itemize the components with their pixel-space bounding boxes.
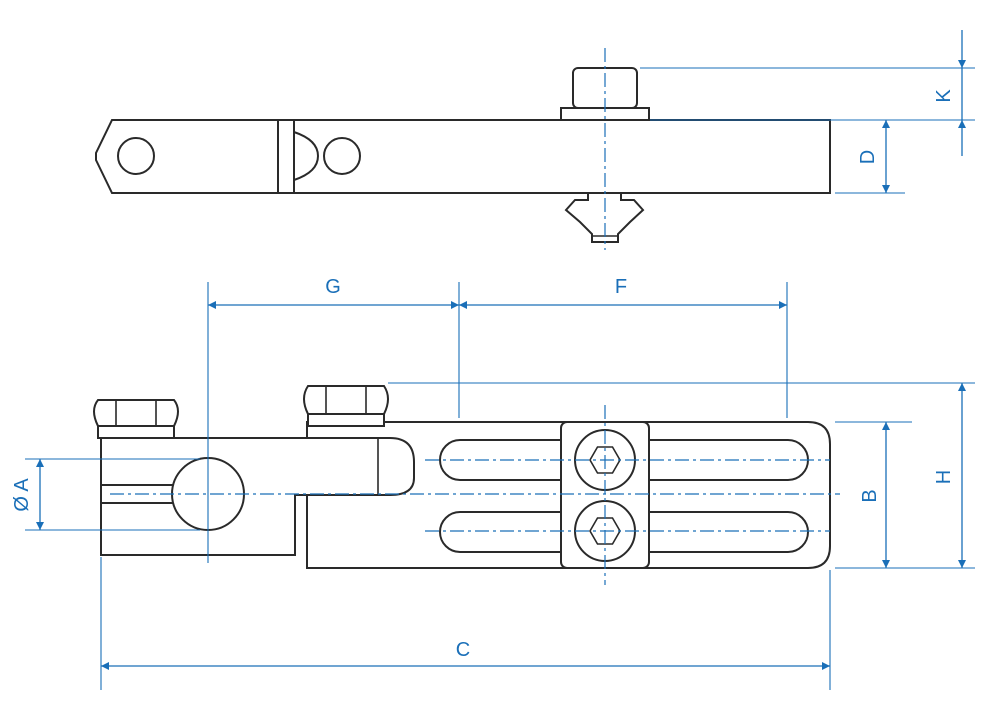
label-H: H	[933, 470, 955, 484]
right-hex-bolt	[303, 385, 389, 427]
label-B: B	[859, 489, 881, 502]
dimension-B: B	[835, 421, 912, 569]
top-main-arm	[293, 119, 831, 194]
dimension-H: H	[388, 382, 975, 569]
top-arm-bore	[323, 137, 361, 175]
label-C: C	[456, 639, 470, 661]
label-K: K	[933, 89, 955, 103]
dimension-A: Ø A	[11, 458, 200, 531]
front-view	[93, 385, 840, 585]
left-bolt-collar	[97, 425, 175, 439]
label-F: F	[615, 276, 627, 298]
top-view	[95, 48, 831, 250]
top-left-bore	[117, 137, 155, 175]
top-joint	[277, 119, 295, 194]
dimension-C: C	[100, 557, 831, 690]
label-D: D	[857, 150, 879, 164]
label-G: G	[325, 276, 341, 298]
lower-hex-socket	[589, 517, 621, 545]
upper-hex-socket	[589, 446, 621, 474]
left-clamp-body	[100, 437, 415, 556]
dimension-G: G	[207, 276, 460, 563]
left-bolt-head	[93, 399, 179, 427]
dimension-D: D	[835, 120, 905, 194]
right-bolt-collar	[307, 413, 385, 427]
right-bolt-head	[303, 385, 389, 415]
dimension-K: K	[640, 30, 975, 156]
label-A: Ø A	[11, 478, 33, 512]
dimension-F: F	[459, 276, 788, 418]
left-hex-bolt	[93, 399, 179, 439]
